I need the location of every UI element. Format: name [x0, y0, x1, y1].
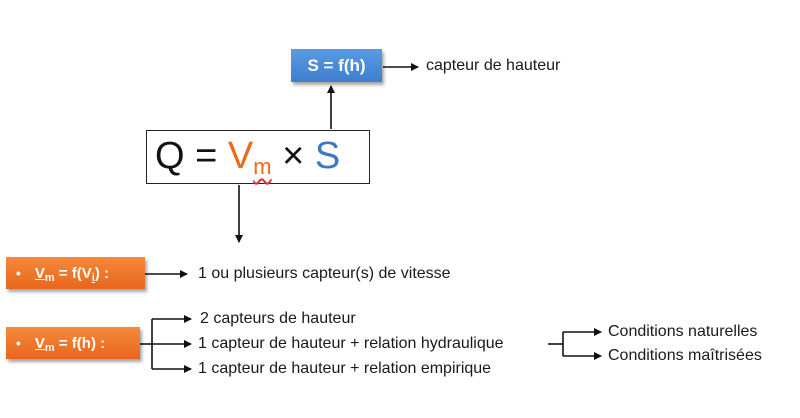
formula-s: S [314, 135, 341, 177]
bullet-icon: • [16, 335, 21, 351]
s-function-box: S = f(h) [291, 49, 382, 82]
vi-target-label: 1 ou plusieurs capteur(s) de vitesse [198, 265, 451, 282]
bullet-vi-text: Vm = f(Vi) : [34, 264, 110, 284]
formula-q: Q [155, 135, 185, 177]
s-target-label: capteur de hauteur [426, 57, 561, 74]
formula-v: Vm [227, 135, 272, 179]
bullet-icon: • [16, 265, 21, 281]
h-target-1: 2 capteurs de hauteur [200, 310, 356, 327]
bracket-conditions [548, 332, 564, 356]
bracket-h [140, 319, 153, 369]
condition-2: Conditions maîtrisées [608, 347, 762, 364]
main-formula-box: Q = Vm × S [146, 130, 370, 184]
h-target-3: 1 capteur de hauteur + relation empiriqu… [198, 360, 492, 377]
formula-equals: = [195, 135, 218, 177]
s-function-label: S = f(h) [307, 55, 366, 75]
bullet-box-h: • Vm = f(h) : [6, 327, 140, 359]
formula-times: × [282, 135, 305, 177]
condition-1: Conditions naturelles [608, 323, 758, 340]
formula-v-sub: m [253, 154, 272, 179]
bullet-h-text: Vm = f(h) : [34, 334, 106, 354]
bullet-box-vi: • Vm = f(Vi) : [6, 257, 145, 289]
h-target-2: 1 capteur de hauteur + relation hydrauli… [198, 335, 504, 352]
